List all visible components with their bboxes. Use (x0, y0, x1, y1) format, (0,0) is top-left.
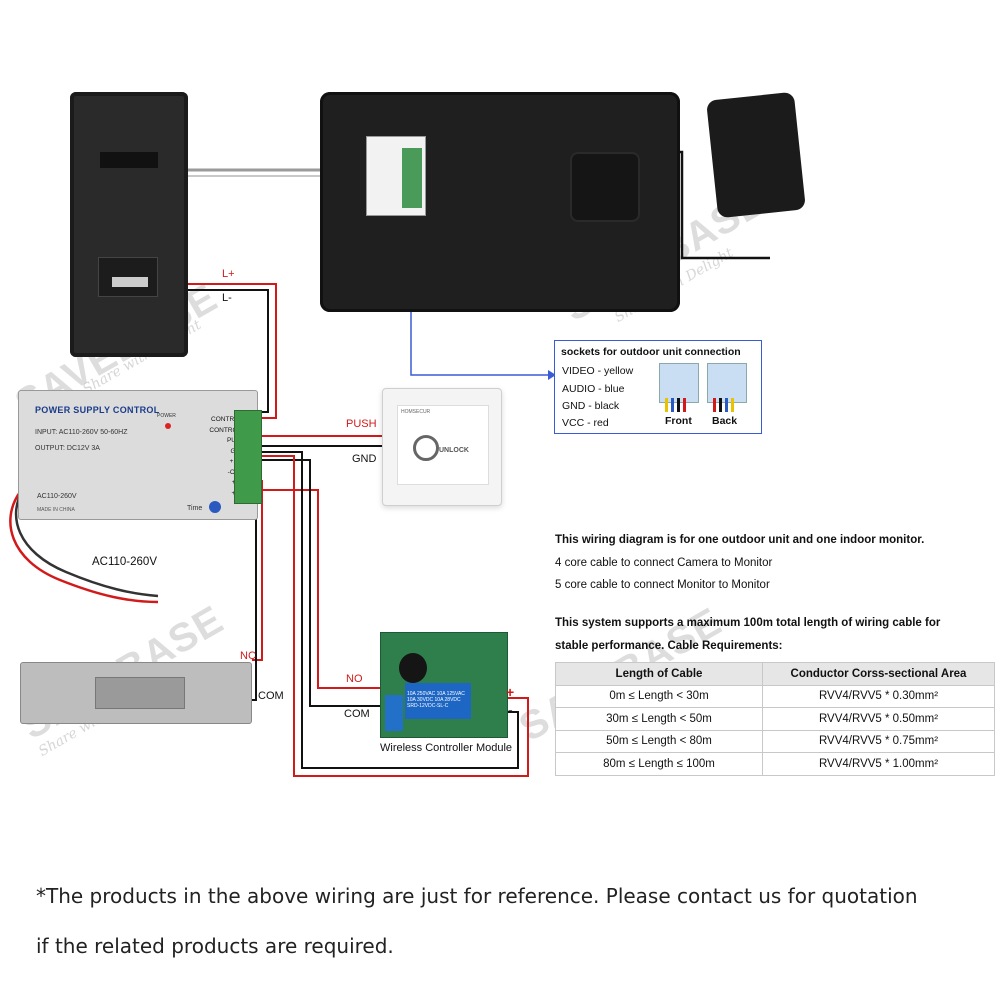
table-cell-area: RVV4/RVV5 * 1.00mm² (762, 752, 995, 776)
relay-spec-line: 10A 30VDC 10A 28VDC (407, 697, 461, 703)
socket-front-icon (659, 363, 699, 412)
camera-terminal (112, 277, 148, 287)
camera-wiring-window (98, 257, 158, 297)
table-header-row: Length of Cable Conductor Corss-sectiona… (555, 662, 995, 686)
relay-caption: Wireless Controller Module (380, 742, 513, 754)
table-cell-area: RVV4/RVV5 * 0.30mm² (762, 684, 995, 708)
lock-bolt (95, 677, 185, 709)
psu-terminal-label: CONTROL+ (209, 426, 245, 434)
relay-coil (399, 653, 427, 683)
wireless-controller-module: 10A 250VAC 10A 125VAC 10A 30VDC 10A 28VD… (380, 632, 508, 738)
wire-label-l-minus: L- (222, 292, 232, 304)
table-cell-area: RVV4/RVV5 * 0.75mm² (762, 729, 995, 753)
psu-caption: AC110-260V (92, 556, 157, 568)
table-row: 0m ≤ Length < 30m RVV4/RVV5 * 0.30mm² (555, 684, 995, 708)
socket-back-pins (713, 398, 734, 412)
table-row: 80m ≤ Length ≤ 100m RVV4/RVV5 * 1.00mm² (555, 752, 995, 776)
exit-button-brand: HOMSECUR (401, 409, 431, 415)
table-cell-length: 50m ≤ Length < 80m (555, 729, 763, 753)
indoor-monitor (320, 92, 680, 312)
table-cell-length: 30m ≤ Length < 50m (555, 707, 763, 731)
wire-label-gnd: GND (352, 453, 377, 465)
psu-terminal-label: CONTROL- (211, 416, 245, 423)
psu-output: OUTPUT: DC12V 3A (35, 445, 100, 452)
psu-power-label: POWER (157, 413, 176, 419)
camera-lens-slot (100, 152, 158, 168)
exit-button-unlock-label: UNLOCK (439, 447, 469, 454)
wire-label-plus: + (506, 684, 515, 700)
exit-push-button: HOMSECUR UNLOCK (382, 388, 502, 506)
wire-label-com-relay: COM (344, 708, 370, 720)
wire-label-push: PUSH (346, 418, 377, 430)
exit-button-face (397, 405, 489, 485)
footer-disclaimer-line1: *The products in the above wiring are ju… (36, 884, 918, 908)
cable-requirements-table: Length of Cable Conductor Corss-sectiona… (555, 662, 995, 776)
outdoor-camera-unit (70, 92, 188, 357)
psu-ac-label: AC110-260V (37, 493, 77, 500)
key-icon (413, 435, 439, 461)
socket-front-label: Front (665, 415, 692, 427)
table-row: 50m ≤ Length < 80m RVV4/RVV5 * 0.75mm² (555, 729, 995, 753)
wire-label-nc: NC (240, 650, 256, 662)
table-cell-length: 80m ≤ Length ≤ 100m (555, 752, 763, 776)
psu-title: POWER SUPPLY CONTROL (35, 405, 160, 415)
table-cell-length: 0m ≤ Length < 30m (555, 684, 763, 708)
psu-time-knob (209, 501, 221, 513)
relay-model: SRD-12VDC-SL-C (407, 703, 449, 709)
table-cell-area: RVV4/RVV5 * 0.50mm² (762, 707, 995, 731)
footer-disclaimer-line2: if the related products are required. (36, 934, 394, 958)
table-header-length: Length of Cable (555, 662, 763, 686)
socket-back-label: Back (712, 415, 738, 427)
legend-title: sockets for outdoor unit connection (561, 346, 741, 358)
electric-strike-lock (20, 662, 252, 724)
socket-legend: sockets for outdoor unit connection VIDE… (554, 340, 762, 434)
wire-label-no: NO (346, 673, 363, 685)
note-cable-requirements: stable performance. Cable Requirements: (555, 640, 783, 652)
psu-time-label: Time (187, 505, 203, 512)
note-diagram-scope: This wiring diagram is for one outdoor u… (555, 534, 925, 546)
psu-made-in: MADE IN CHINA (37, 507, 75, 513)
legend-row: VCC - red (562, 417, 609, 429)
table-row: 30m ≤ Length < 50m RVV4/RVV5 * 0.50mm² (555, 707, 995, 731)
monitor-speaker (570, 152, 640, 222)
psu-input: INPUT: AC110-260V 50-60HZ (35, 429, 128, 436)
power-supply-control: POWER SUPPLY CONTROL INPUT: AC110-260V 5… (18, 390, 258, 520)
socket-front-pins (665, 398, 686, 412)
monitor-plug (402, 148, 422, 208)
table-header-area: Conductor Corss-sectional Area (762, 662, 995, 686)
wire-label-com-lock: COM (258, 690, 284, 702)
relay-terminal (385, 695, 403, 731)
note-5-core: 5 core cable to connect Monitor to Monit… (555, 579, 770, 591)
legend-row: GND - black (562, 400, 620, 412)
relay-spec: 10A 250VAC 10A 125VAC 10A 30VDC 10A 28VD… (407, 691, 465, 709)
wire-label-l-plus: L+ (222, 268, 235, 280)
note-4-core: 4 core cable to connect Camera to Monito… (555, 557, 773, 569)
note-max-length: This system supports a maximum 100m tota… (555, 617, 941, 629)
psu-power-led (165, 423, 171, 429)
power-adapter (706, 91, 806, 219)
psu-terminal-block (234, 410, 262, 504)
socket-back-icon (707, 363, 747, 412)
legend-row: AUDIO - blue (562, 383, 625, 395)
relay-spec-line: 10A 250VAC 10A 125VAC (407, 691, 465, 697)
wire-label-minus: - (508, 702, 513, 718)
legend-row: VIDEO - yellow (562, 365, 634, 377)
relay-body (405, 683, 471, 719)
